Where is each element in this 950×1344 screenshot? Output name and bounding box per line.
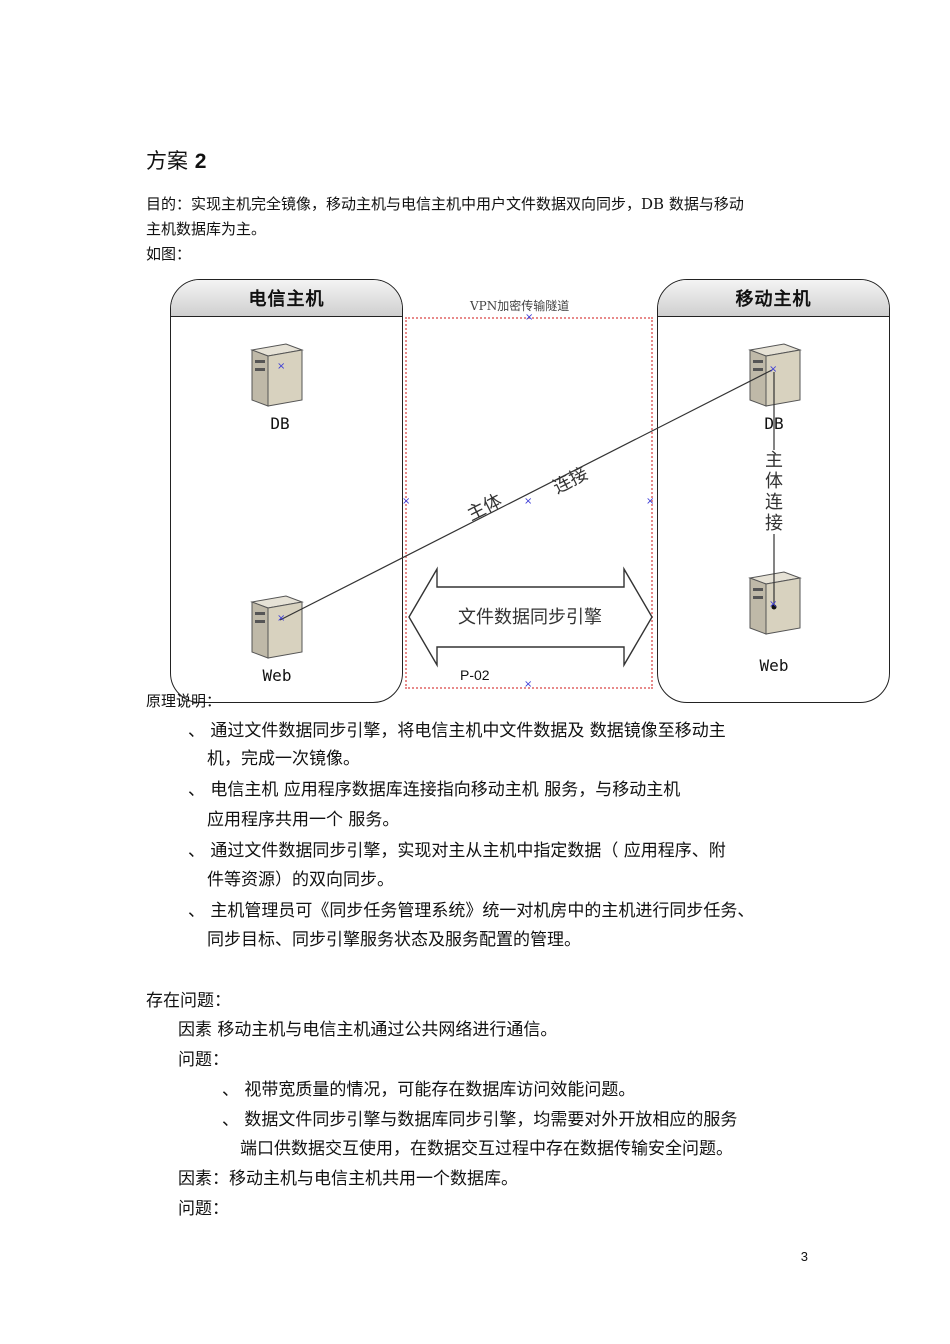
issue-question-2: 问题： — [178, 1199, 229, 1219]
principle-item-3-line-2: 件等资源）的双向同步。 — [207, 870, 394, 890]
anchor-mark: × — [402, 496, 411, 507]
telecom-web-label: Web — [262, 666, 292, 685]
anchor-mark: × — [277, 361, 286, 372]
section-title-text: 方案 — [146, 149, 188, 173]
anchor-mark: × — [277, 613, 286, 624]
page-number: 3 — [800, 1249, 808, 1264]
mobile-db-label: DB — [764, 414, 784, 433]
principle-item-1-line-1: 、 通过文件数据同步引擎，将电信主机中文件数据及 数据镜像至移动主 — [188, 721, 726, 741]
server-icon-mobile-db — [748, 343, 802, 407]
anchor-mark: × — [769, 599, 778, 610]
figure-label: 如图： — [146, 245, 192, 263]
principle-item-3-line-1: 、 通过文件数据同步引擎，实现对主从主机中指定数据（ 应用程序、附 — [188, 841, 726, 861]
vpn-tunnel-label: VPN加密传输隧道 — [470, 299, 570, 313]
principle-item-4-line-2: 同步目标、同步引擎服务状态及服务配置的管理。 — [207, 930, 581, 950]
anchor-mark: × — [524, 496, 533, 507]
principle-title: 原理说明： — [146, 692, 222, 710]
issue-sub-1: 、 视带宽质量的情况，可能存在数据库访问效能问题。 — [222, 1080, 636, 1100]
figure-id-label: P-02 — [460, 667, 490, 683]
mobile-web-label: Web — [759, 656, 789, 675]
mobile-host-title: 移动主机 — [658, 280, 889, 317]
principle-item-2-line-2: 应用程序共用一个 服务。 — [207, 810, 400, 830]
principle-item-4-line-1: 、 主机管理员可《同步任务管理系统》统一对机房中的主机进行同步任务、 — [188, 901, 755, 921]
sync-engine-label: 文件数据同步引擎 — [458, 607, 602, 628]
anchor-mark: × — [769, 364, 778, 375]
telecom-host-title: 电信主机 — [171, 280, 402, 317]
issue-question-1: 问题： — [178, 1050, 229, 1070]
issue-sub-2-line-2: 端口供数据交互使用，在数据交互过程中存在数据传输安全问题。 — [240, 1139, 733, 1159]
anchor-mark: × — [646, 496, 655, 507]
issue-sub-2-line-1: 、 数据文件同步引擎与数据库同步引擎，均需要对外开放相应的服务 — [222, 1110, 738, 1130]
vertical-connection-text: 主体连接 — [764, 450, 784, 534]
server-icon-telecom-db — [250, 343, 304, 407]
section-title: 方案 2 — [146, 145, 206, 175]
section-number: 2 — [194, 150, 207, 173]
server-icon-telecom-web — [250, 595, 304, 659]
anchor-mark: × — [524, 679, 533, 690]
anchor-mark: × — [525, 312, 534, 323]
principle-item-2-line-1: 、 电信主机 应用程序数据库连接指向移动主机 服务，与移动主机 — [188, 780, 681, 800]
issues-title: 存在问题： — [146, 991, 231, 1011]
telecom-db-label: DB — [270, 414, 290, 433]
purpose-line-1: 目的：实现主机完全镜像，移动主机与电信主机中用户文件数据双向同步，DB 数据与移… — [146, 195, 744, 213]
principle-item-1-line-2: 机，完成一次镜像。 — [207, 749, 360, 769]
issue-factor-1: 因素 移动主机与电信主机通过公共网络进行通信。 — [178, 1020, 558, 1040]
purpose-line-2: 主机数据库为主。 — [146, 220, 267, 238]
issue-factor-2: 因素：移动主机与电信主机共用一个数据库。 — [178, 1169, 518, 1189]
